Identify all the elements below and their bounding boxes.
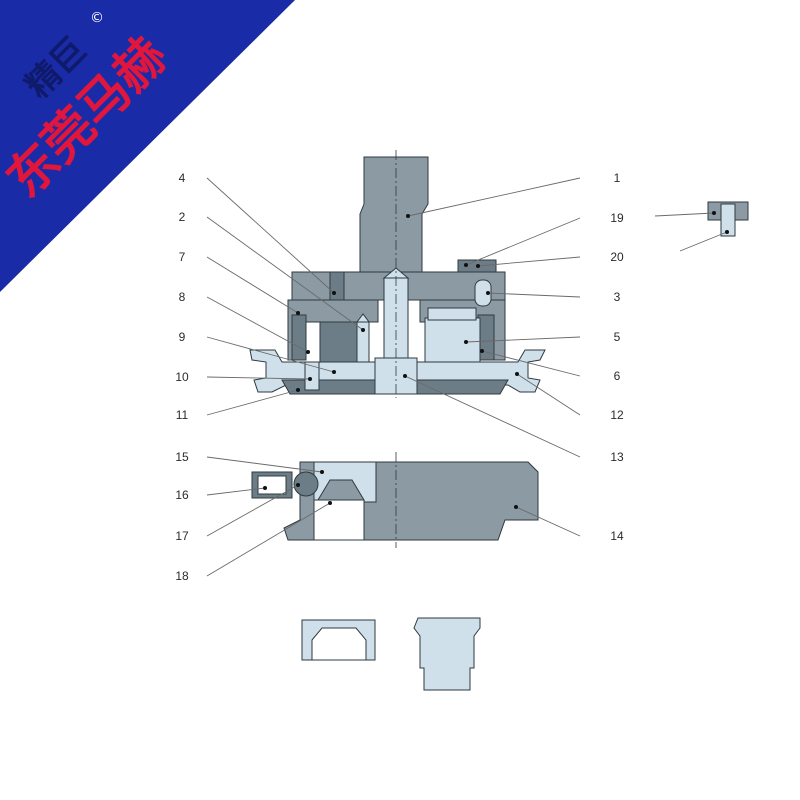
leader-line-11 <box>206 389 299 416</box>
leader-dot-10 <box>308 377 312 381</box>
part-number-8: 8 <box>179 290 186 304</box>
leader-dot-8 <box>306 350 310 354</box>
part-number-20: 20 <box>610 250 624 264</box>
part-number-6: 6 <box>614 369 621 383</box>
leader-line-3 <box>487 292 581 298</box>
part-number-3: 3 <box>614 290 621 304</box>
leader-line-9 <box>206 336 335 373</box>
leader-dot-19b <box>712 211 716 215</box>
leader-dot-9 <box>332 370 336 374</box>
leader-line-7 <box>206 256 299 314</box>
leader-dot-1 <box>406 214 410 218</box>
leader-dot-19c <box>725 230 729 234</box>
leader-dot-12 <box>515 372 519 376</box>
leader-dot-7 <box>296 311 300 315</box>
leader-dot-13 <box>403 374 407 378</box>
part-number-9: 9 <box>179 330 186 344</box>
leader-dot-5 <box>464 340 468 344</box>
part-number-1: 1 <box>614 171 621 185</box>
leader-line-8 <box>206 296 309 353</box>
leader-line-15 <box>206 456 323 473</box>
insert-5-top <box>427 307 477 321</box>
leader-dot-18 <box>328 501 332 505</box>
leader-dot-17 <box>296 483 300 487</box>
watermark-band <box>0 0 295 292</box>
punch-tip <box>413 617 481 691</box>
part-19-bolt <box>720 203 736 237</box>
leader-line-14 <box>515 506 581 537</box>
leader-line-13 <box>404 375 581 458</box>
middle-assembly <box>251 452 539 548</box>
left-clamp-block <box>319 321 361 363</box>
leader-line-17 <box>206 484 299 537</box>
part-19 <box>707 201 749 237</box>
part-number-11: 11 <box>176 408 189 422</box>
leader-dot-3 <box>486 291 490 295</box>
ball-17 <box>293 471 319 497</box>
leader-line-4 <box>206 177 335 294</box>
part-number-7: 7 <box>179 250 186 264</box>
part-number-13: 13 <box>610 450 624 464</box>
leader-line-10 <box>206 376 311 380</box>
leader-dot-6 <box>480 349 484 353</box>
leader-dot-2 <box>361 328 365 332</box>
leader-dot-19 <box>464 263 468 267</box>
clip-16-inner <box>257 475 287 495</box>
part-number-17: 17 <box>175 529 189 543</box>
leader-dot-16 <box>263 486 267 490</box>
die-button-bore <box>311 627 367 661</box>
die-cone <box>317 479 365 501</box>
part-number-4: 4 <box>179 171 186 185</box>
watermark-registered-mark: © <box>90 10 104 26</box>
leader-dot-15 <box>320 470 324 474</box>
die-bore-18 <box>313 499 365 541</box>
leader-line-1 <box>407 177 581 217</box>
part-number-14: 14 <box>610 529 624 543</box>
leader-line-6 <box>481 350 581 377</box>
part-number-12: 12 <box>610 408 624 422</box>
leader-dot-11 <box>296 388 300 392</box>
part-number-16: 16 <box>175 488 189 502</box>
leader-line-19c <box>679 231 728 252</box>
part-number-2: 2 <box>179 210 186 224</box>
part-number-10: 10 <box>175 370 189 384</box>
leader-line-20 <box>477 256 581 267</box>
leader-line-19b <box>654 212 715 217</box>
part-number-18: 18 <box>175 569 189 583</box>
leader-line-19 <box>465 217 581 266</box>
part-number-5: 5 <box>614 330 621 344</box>
leader-line-16 <box>206 487 266 496</box>
leader-lines <box>206 177 729 577</box>
part-numbers: 4 2 7 8 9 10 11 15 16 17 18 1 19 20 3 5 6 12 13 14 <box>175 171 624 583</box>
pin-2-tip <box>356 313 370 323</box>
bottom-parts <box>301 617 481 691</box>
part-number-19: 19 <box>610 211 624 225</box>
piston-11 <box>304 361 320 391</box>
part-number-15: 15 <box>175 450 189 464</box>
leader-line-5 <box>465 336 581 343</box>
leader-line-18 <box>206 502 331 577</box>
leader-dot-14 <box>514 505 518 509</box>
left-ring <box>291 314 307 361</box>
screw-4 <box>329 271 345 301</box>
insert-5 <box>424 317 481 364</box>
leader-dot-4 <box>332 291 336 295</box>
leader-dot-20 <box>476 264 480 268</box>
leader-line-12 <box>516 373 581 416</box>
leader-line-2 <box>206 216 364 331</box>
